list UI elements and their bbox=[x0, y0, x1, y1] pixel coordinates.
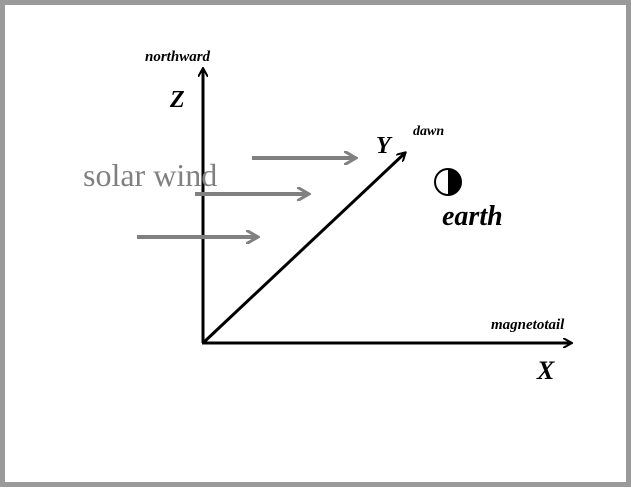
coordinate-system-diagram: northward Z Y dawn magnetotail X solar w… bbox=[83, 49, 631, 385]
z-direction-label: northward bbox=[145, 49, 211, 65]
y-direction-label: dawn bbox=[413, 124, 444, 139]
x-axis-label: X bbox=[536, 356, 555, 385]
half-shaded-circle-icon bbox=[434, 168, 462, 196]
x-direction-label: magnetotail bbox=[491, 317, 565, 333]
y-axis bbox=[201, 153, 405, 345]
z-axis-label: Z bbox=[169, 87, 185, 113]
solar-wind-label: solar wind bbox=[83, 157, 217, 193]
y-axis-label: Y bbox=[376, 133, 393, 159]
earth-label: earth bbox=[442, 201, 503, 232]
